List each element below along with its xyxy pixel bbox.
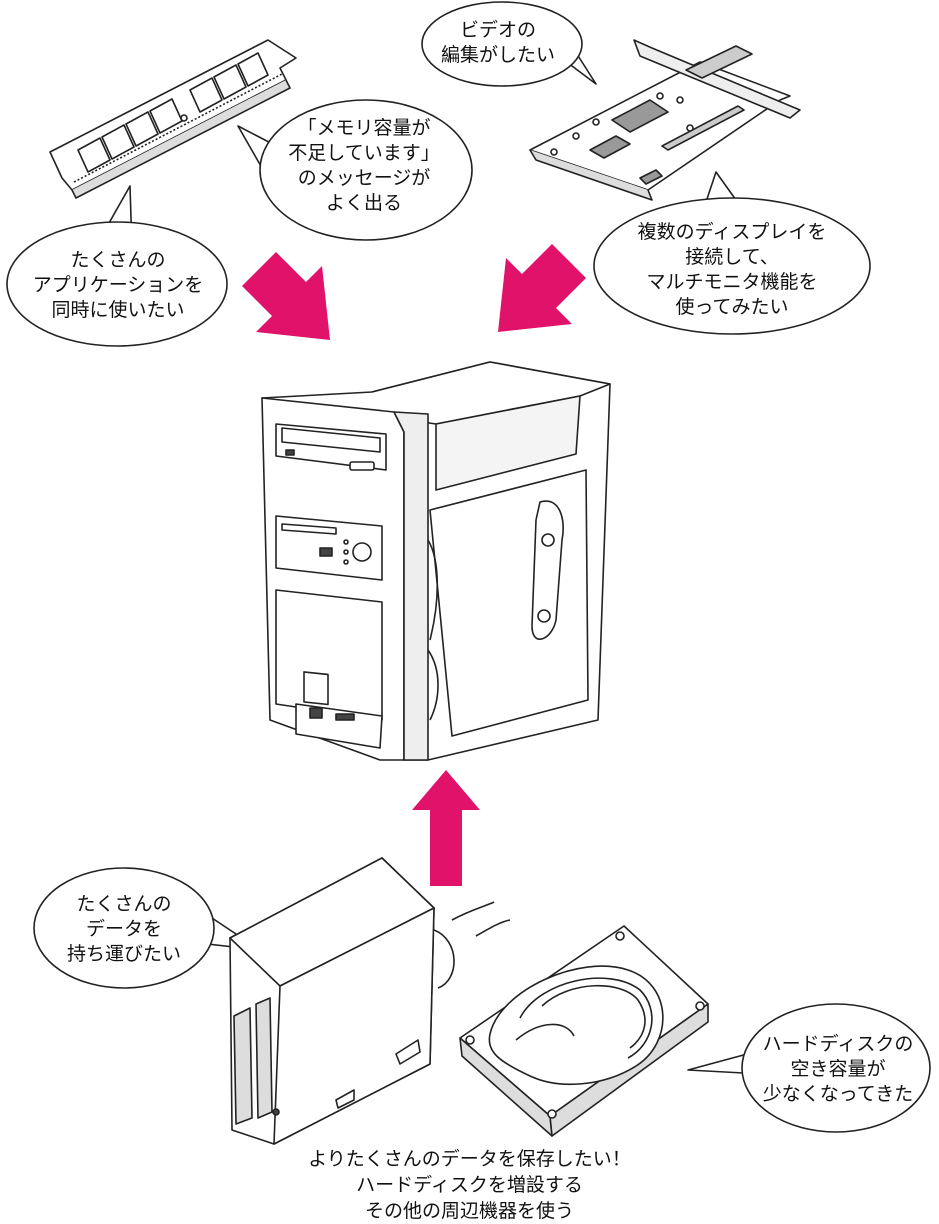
bubble-line: 編集がしたい <box>440 44 556 66</box>
bubble-line: アプリケーションを <box>32 274 204 296</box>
caption-line: ハードディスクを増設する <box>356 1174 583 1196</box>
bubble-many-apps-text: たくさんの アプリケーションを 同時に使いたい <box>33 248 204 323</box>
bubble-line: 少なくなってきた <box>762 1083 914 1105</box>
expansion-card-icon <box>529 39 801 201</box>
bubble-line: マルチモニタ機能を <box>646 271 818 293</box>
bubble-line: データを <box>85 918 163 940</box>
bubble-many-apps <box>6 185 228 347</box>
bubble-line: 同時に使いたい <box>51 299 185 321</box>
bubble-line: よく出る <box>325 192 402 214</box>
bubble-line: 空き容量が <box>790 1058 886 1080</box>
bubble-line: たくさんの <box>70 249 166 271</box>
bubble-hdd-space <box>687 1003 931 1133</box>
memory-module-icon <box>49 39 297 199</box>
bubble-line: 使ってみたい <box>675 296 789 318</box>
bottom-caption: よりたくさんのデータを保存したい！ ハードディスクを増設する その他の周辺機器を… <box>0 1146 939 1224</box>
bubble-line: 「メモリ容量が <box>297 117 431 139</box>
bubble-video-edit <box>421 1 597 87</box>
arrow-down-right <box>242 252 330 340</box>
external-drive-icon <box>229 857 511 1145</box>
bubble-line: ハードディスクの <box>762 1033 914 1055</box>
arrow-down-left <box>498 244 586 332</box>
bubble-multi-display <box>593 171 871 335</box>
arrow-up <box>412 770 480 886</box>
bubble-line: 接続して、 <box>685 246 779 268</box>
tower-pc-icon <box>261 361 611 761</box>
bubble-line: たくさんの <box>76 893 172 915</box>
bubble-line: ビデオの <box>459 19 537 41</box>
bubble-hdd-space-text: ハードディスクの 空き容量が 少なくなってきた <box>763 1032 914 1107</box>
caption-line: よりたくさんのデータを保存したい！ <box>308 1148 631 1170</box>
hard-disk-icon <box>459 925 709 1137</box>
bubble-line: 複数のディスプレイを <box>637 221 827 243</box>
bubble-line: 持ち運びたい <box>66 943 182 965</box>
bubble-memory-warning <box>237 99 473 241</box>
bubble-line: のメッセージが <box>297 167 431 189</box>
bubble-carry-data-text: たくさんの データを 持ち運びたい <box>67 892 181 967</box>
bubble-line: 不足しています」 <box>288 142 440 164</box>
caption-line: その他の周辺機器を使う <box>364 1200 574 1222</box>
bubble-multi-display-text: 複数のディスプレイを 接続して、 マルチモニタ機能を 使ってみたい <box>638 220 827 320</box>
bubble-video-edit-text: ビデオの 編集がしたい <box>441 18 555 68</box>
bubble-memory-warning-text: 「メモリ容量が 不足しています」 のメッセージが よく出る <box>288 116 439 216</box>
